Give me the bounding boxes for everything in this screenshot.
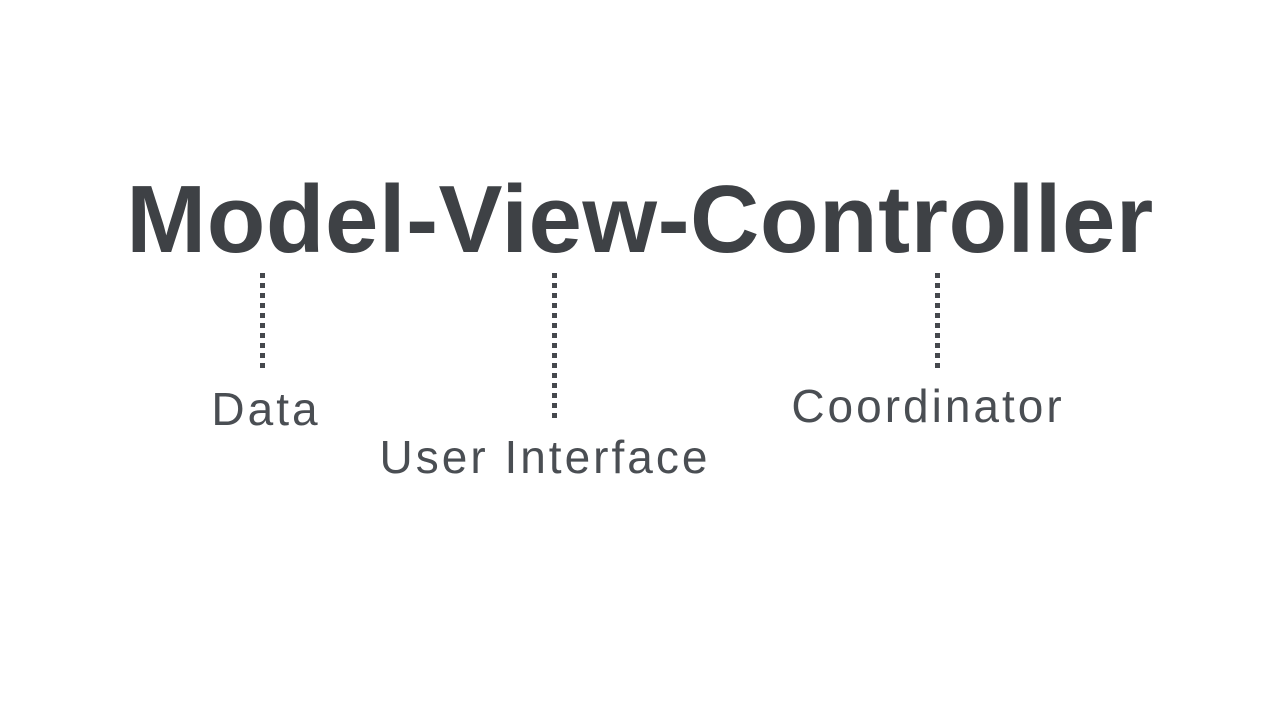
view-connector-dotted-line <box>552 273 557 420</box>
view-annotation-label: User Interface <box>379 431 711 483</box>
model-connector-dotted-line <box>260 273 265 368</box>
page-title: Model-View-Controller <box>126 166 1154 273</box>
model-annotation-label: Data <box>211 383 321 435</box>
controller-connector-dotted-line <box>935 273 940 368</box>
controller-annotation-label: Coordinator <box>791 380 1065 432</box>
